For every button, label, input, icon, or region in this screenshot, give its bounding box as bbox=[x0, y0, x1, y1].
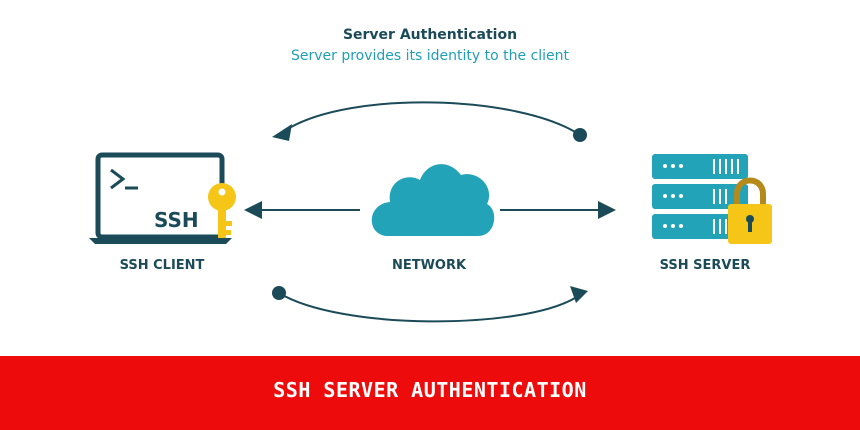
laptop-terminal-icon: SSH bbox=[89, 152, 232, 244]
diagram-title: Server Authentication bbox=[342, 27, 518, 43]
cloud-icon bbox=[371, 164, 495, 236]
top-arrow-head bbox=[272, 124, 292, 141]
bottom-arrow-origin-dot bbox=[272, 286, 286, 300]
left-straight-arrow bbox=[244, 201, 360, 219]
ssh-server-label: SSH SERVER bbox=[659, 258, 751, 273]
laptop-screen-text: SSH bbox=[154, 208, 199, 232]
diagram-graphics: SSH bbox=[89, 101, 772, 323]
bottom-curved-arrow bbox=[272, 286, 588, 323]
diagram-area: SSH bbox=[89, 27, 772, 323]
ssh-client-label: SSH CLIENT bbox=[119, 258, 205, 273]
server-rack-icon bbox=[652, 154, 748, 239]
key-icon bbox=[208, 183, 236, 238]
top-arrow-origin-dot bbox=[573, 128, 587, 142]
diagram-subtitle: Server provides its identity to the clie… bbox=[290, 48, 570, 64]
padlock-icon bbox=[728, 177, 772, 244]
network-label: NETWORK bbox=[391, 258, 467, 273]
bottom-arrow-head bbox=[570, 286, 588, 303]
footer-banner-text: SSH SERVER AUTHENTICATION bbox=[273, 378, 587, 402]
footer-banner: SSH SERVER AUTHENTICATION bbox=[0, 356, 860, 430]
right-straight-arrow bbox=[500, 201, 616, 219]
top-curved-arrow bbox=[272, 101, 587, 142]
